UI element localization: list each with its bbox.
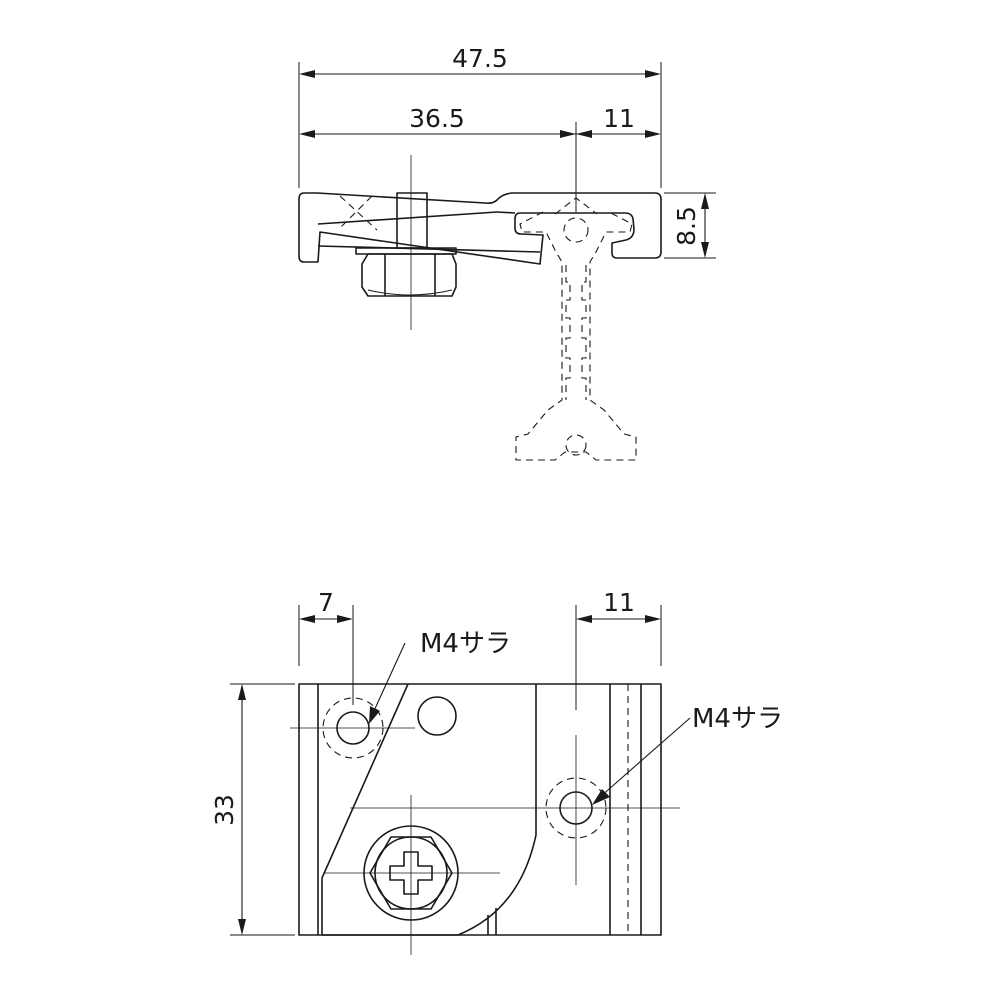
top-view: 47.5 36.5 11 8.5 — [298, 44, 716, 461]
callout-left-label: M4サラ — [420, 629, 511, 659]
plain-hole — [417, 696, 457, 736]
dimension-36-5-label: 36.5 — [409, 104, 465, 133]
dimension-offset-11: 11 — [576, 588, 661, 623]
bracket-profile — [298, 192, 662, 265]
dimension-overall-width: 47.5 — [299, 44, 661, 78]
dimension-47-5-label: 47.5 — [452, 44, 508, 73]
phillips-screw — [325, 795, 500, 955]
countersunk-hole-right — [350, 735, 680, 885]
dimension-offset-7: 7 — [299, 588, 353, 623]
swing-arm-outline — [321, 683, 537, 936]
dimension-11-bottom-label: 11 — [603, 588, 635, 617]
dimension-height-8-5: 8.5 — [672, 193, 709, 258]
dimension-height-33: 33 — [210, 684, 246, 935]
dimension-11-top-label: 11 — [603, 104, 635, 133]
rail-hidden-profile — [339, 195, 637, 461]
bottom-view: 7 11 33 — [210, 588, 783, 955]
callout-right-label: M4サラ — [692, 704, 783, 734]
callout-right: M4サラ — [592, 704, 783, 805]
dimension-33-label: 33 — [210, 794, 239, 826]
dimension-8-5-label: 8.5 — [672, 206, 701, 246]
callout-left: M4サラ — [369, 629, 511, 724]
dimension-7-label: 7 — [318, 588, 334, 617]
bolt-assembly — [355, 155, 457, 330]
base-plate-outline — [298, 683, 662, 936]
countersunk-hole-left — [290, 697, 415, 759]
dimension-split-width: 36.5 11 — [299, 104, 661, 138]
